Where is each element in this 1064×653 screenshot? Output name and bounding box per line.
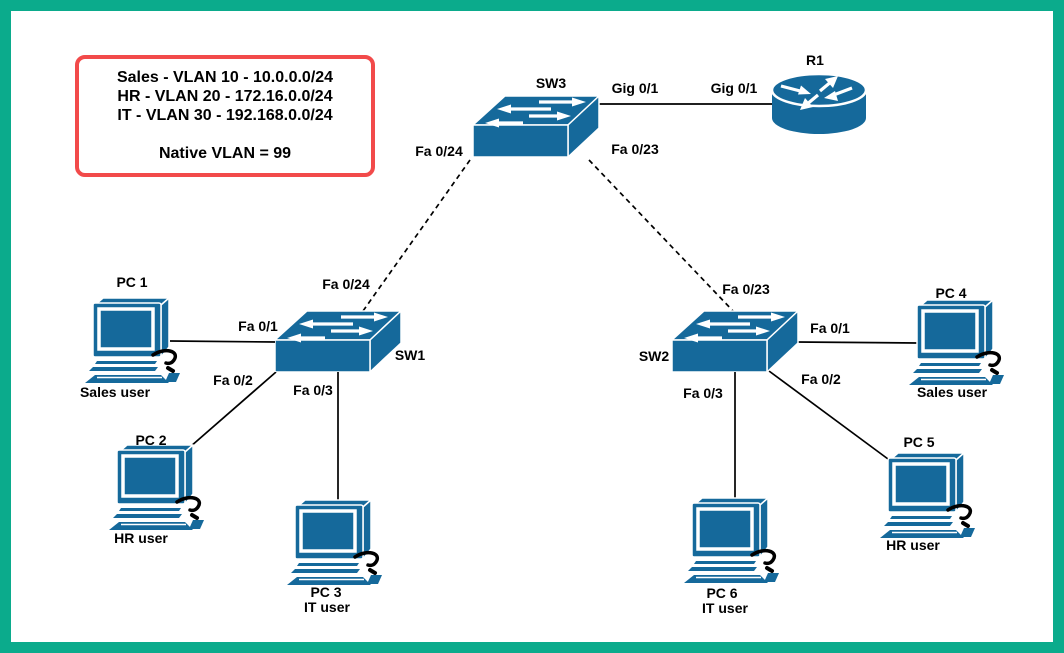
port-label-sw1-fa0-3: Fa 0/3 [293, 382, 333, 398]
device-label-sw1: SW1 [394, 347, 426, 363]
switch-icon-sw1 [275, 310, 402, 372]
device-label-pc4: PC 4 [935, 285, 967, 301]
user-label-pc6: IT user [702, 600, 748, 616]
port-label-sw1-fa0-2: Fa 0/2 [213, 372, 253, 388]
legend-native-vlan: Native VLAN = 99 [158, 145, 292, 162]
link-sw2-pc4 [795, 341, 918, 344]
legend-hr-vlan: HR - VLAN 20 - 172.16.0.0/24 [117, 88, 333, 105]
port-label-sw2-fa0-23: Fa 0/23 [722, 281, 770, 297]
user-label-pc2: HR user [114, 530, 168, 546]
device-label-sw2: SW2 [638, 348, 670, 364]
device-label-pc2: PC 2 [135, 432, 167, 448]
link-pc2-sw1 [189, 371, 277, 448]
user-label-pc4: Sales user [916, 384, 988, 400]
port-label-sw3-gig0-1: Gig 0/1 [611, 80, 659, 96]
link-sw2-pc5 [768, 370, 889, 460]
legend-it-vlan: IT - VLAN 30 - 192.168.0.0/24 [117, 107, 333, 124]
pc-icon-pc2 [107, 444, 205, 532]
port-label-sw2-fa0-3: Fa 0/3 [683, 385, 723, 401]
legend-sales-vlan: Sales - VLAN 10 - 10.0.0.0/24 [116, 69, 334, 86]
pc-icon-pc1 [83, 297, 181, 385]
device-label-pc5: PC 5 [903, 434, 935, 450]
device-label-sw3: SW3 [535, 75, 567, 91]
port-label-sw2-fa0-1: Fa 0/1 [810, 320, 850, 336]
device-label-pc1: PC 1 [116, 274, 148, 290]
switch-icon-sw2 [672, 310, 799, 372]
port-label-r1-gig0-1: Gig 0/1 [710, 80, 758, 96]
pc-icon-pc6 [682, 497, 780, 585]
router-icon-r1 [771, 72, 867, 136]
user-label-pc5: HR user [886, 537, 940, 553]
pc-icon-pc4 [907, 299, 1005, 387]
port-label-sw3-fa0-23: Fa 0/23 [611, 141, 659, 157]
device-label-pc3: PC 3 [310, 584, 342, 600]
switch-icon-sw3 [473, 95, 600, 157]
user-label-pc3: IT user [304, 599, 350, 615]
trunk-link-sw3-sw1 [362, 159, 471, 312]
device-label-pc6: PC 6 [706, 585, 738, 601]
port-label-sw1-fa0-1: Fa 0/1 [238, 318, 278, 334]
port-label-sw3-fa0-24: Fa 0/24 [415, 143, 463, 159]
pc-icon-pc5 [878, 452, 976, 540]
device-label-r1: R1 [806, 52, 824, 68]
trunk-link-sw3-sw2 [588, 159, 735, 313]
pc-icon-pc3 [285, 499, 383, 587]
user-label-pc1: Sales user [79, 384, 151, 400]
port-label-sw2-fa0-2: Fa 0/2 [801, 371, 841, 387]
vlan-legend-box: Sales - VLAN 10 - 10.0.0.0/24 HR - VLAN … [75, 55, 375, 177]
link-pc1-sw1 [169, 340, 277, 343]
port-label-sw1-fa0-24: Fa 0/24 [322, 276, 370, 292]
